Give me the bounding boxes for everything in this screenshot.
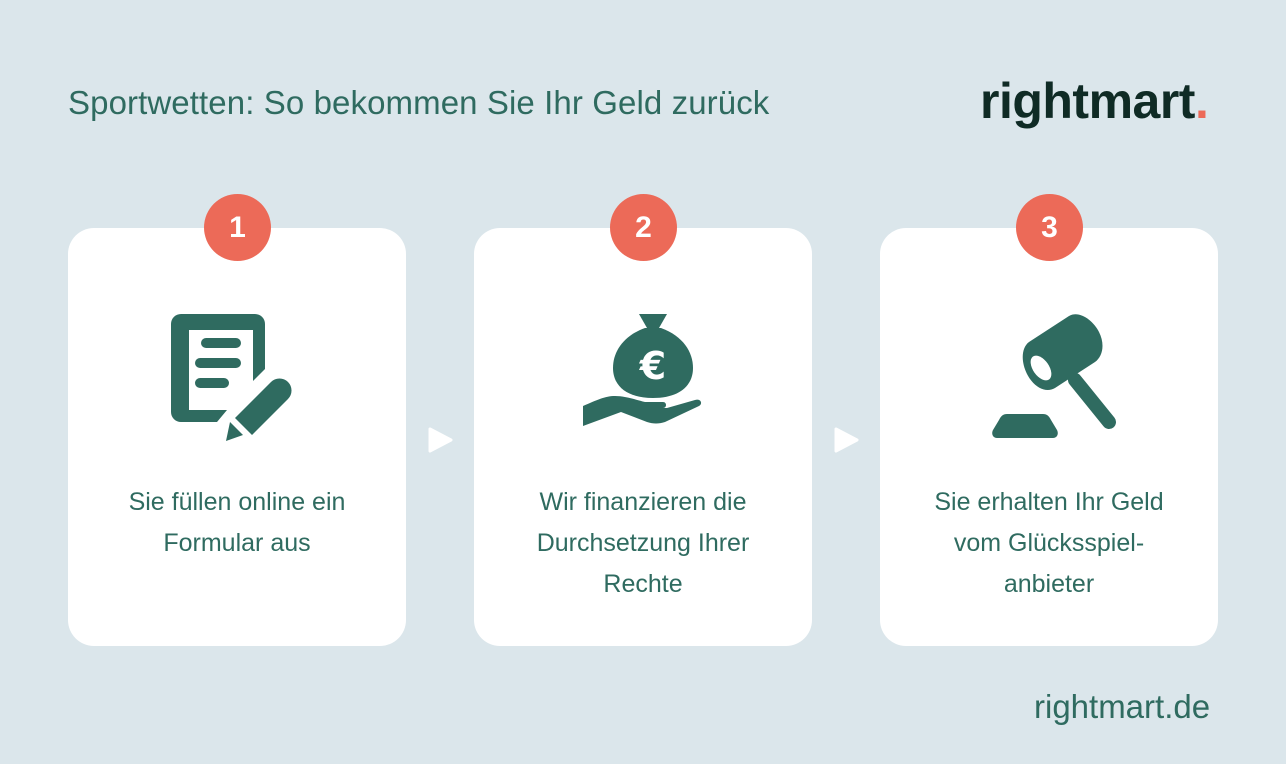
step-number-badge: 3	[1016, 194, 1083, 261]
step-description: Sie füllen online ein Formular aus	[128, 488, 346, 557]
step-description: Sie erhalten Ihr Geld vom Glücksspiel- a…	[934, 488, 1164, 598]
step-number-badge: 1	[204, 194, 271, 261]
document-pen-icon	[171, 314, 292, 441]
footer-url[interactable]: rightmart.de	[1034, 688, 1211, 725]
step-card-2: 2 € Wir finanzieren die Durchsetzung Ihr…	[474, 194, 812, 646]
money-bag-hand-icon: €	[583, 314, 702, 426]
arrow-right-icon	[428, 427, 453, 453]
step-number-badge: 2	[610, 194, 677, 261]
svg-text:€: €	[639, 344, 666, 388]
arrow-right-icon	[834, 427, 859, 453]
page-title: Sportwetten: So bekommen Sie Ihr Geld zu…	[68, 84, 770, 121]
gavel-icon	[992, 314, 1116, 438]
step-card-3: 3 Sie erhalten Ihr Geld vom Glücksspiel-…	[880, 194, 1218, 646]
logo-dot: .	[1194, 73, 1209, 129]
step-card-1: 1 Sie füllen online ein Formular aus	[68, 194, 406, 646]
step-description: Wir finanzieren die Durchsetzung Ihrer R…	[536, 488, 750, 598]
logo-text: rightmart	[980, 73, 1195, 129]
rightmart-logo: rightmart.	[980, 72, 1209, 130]
